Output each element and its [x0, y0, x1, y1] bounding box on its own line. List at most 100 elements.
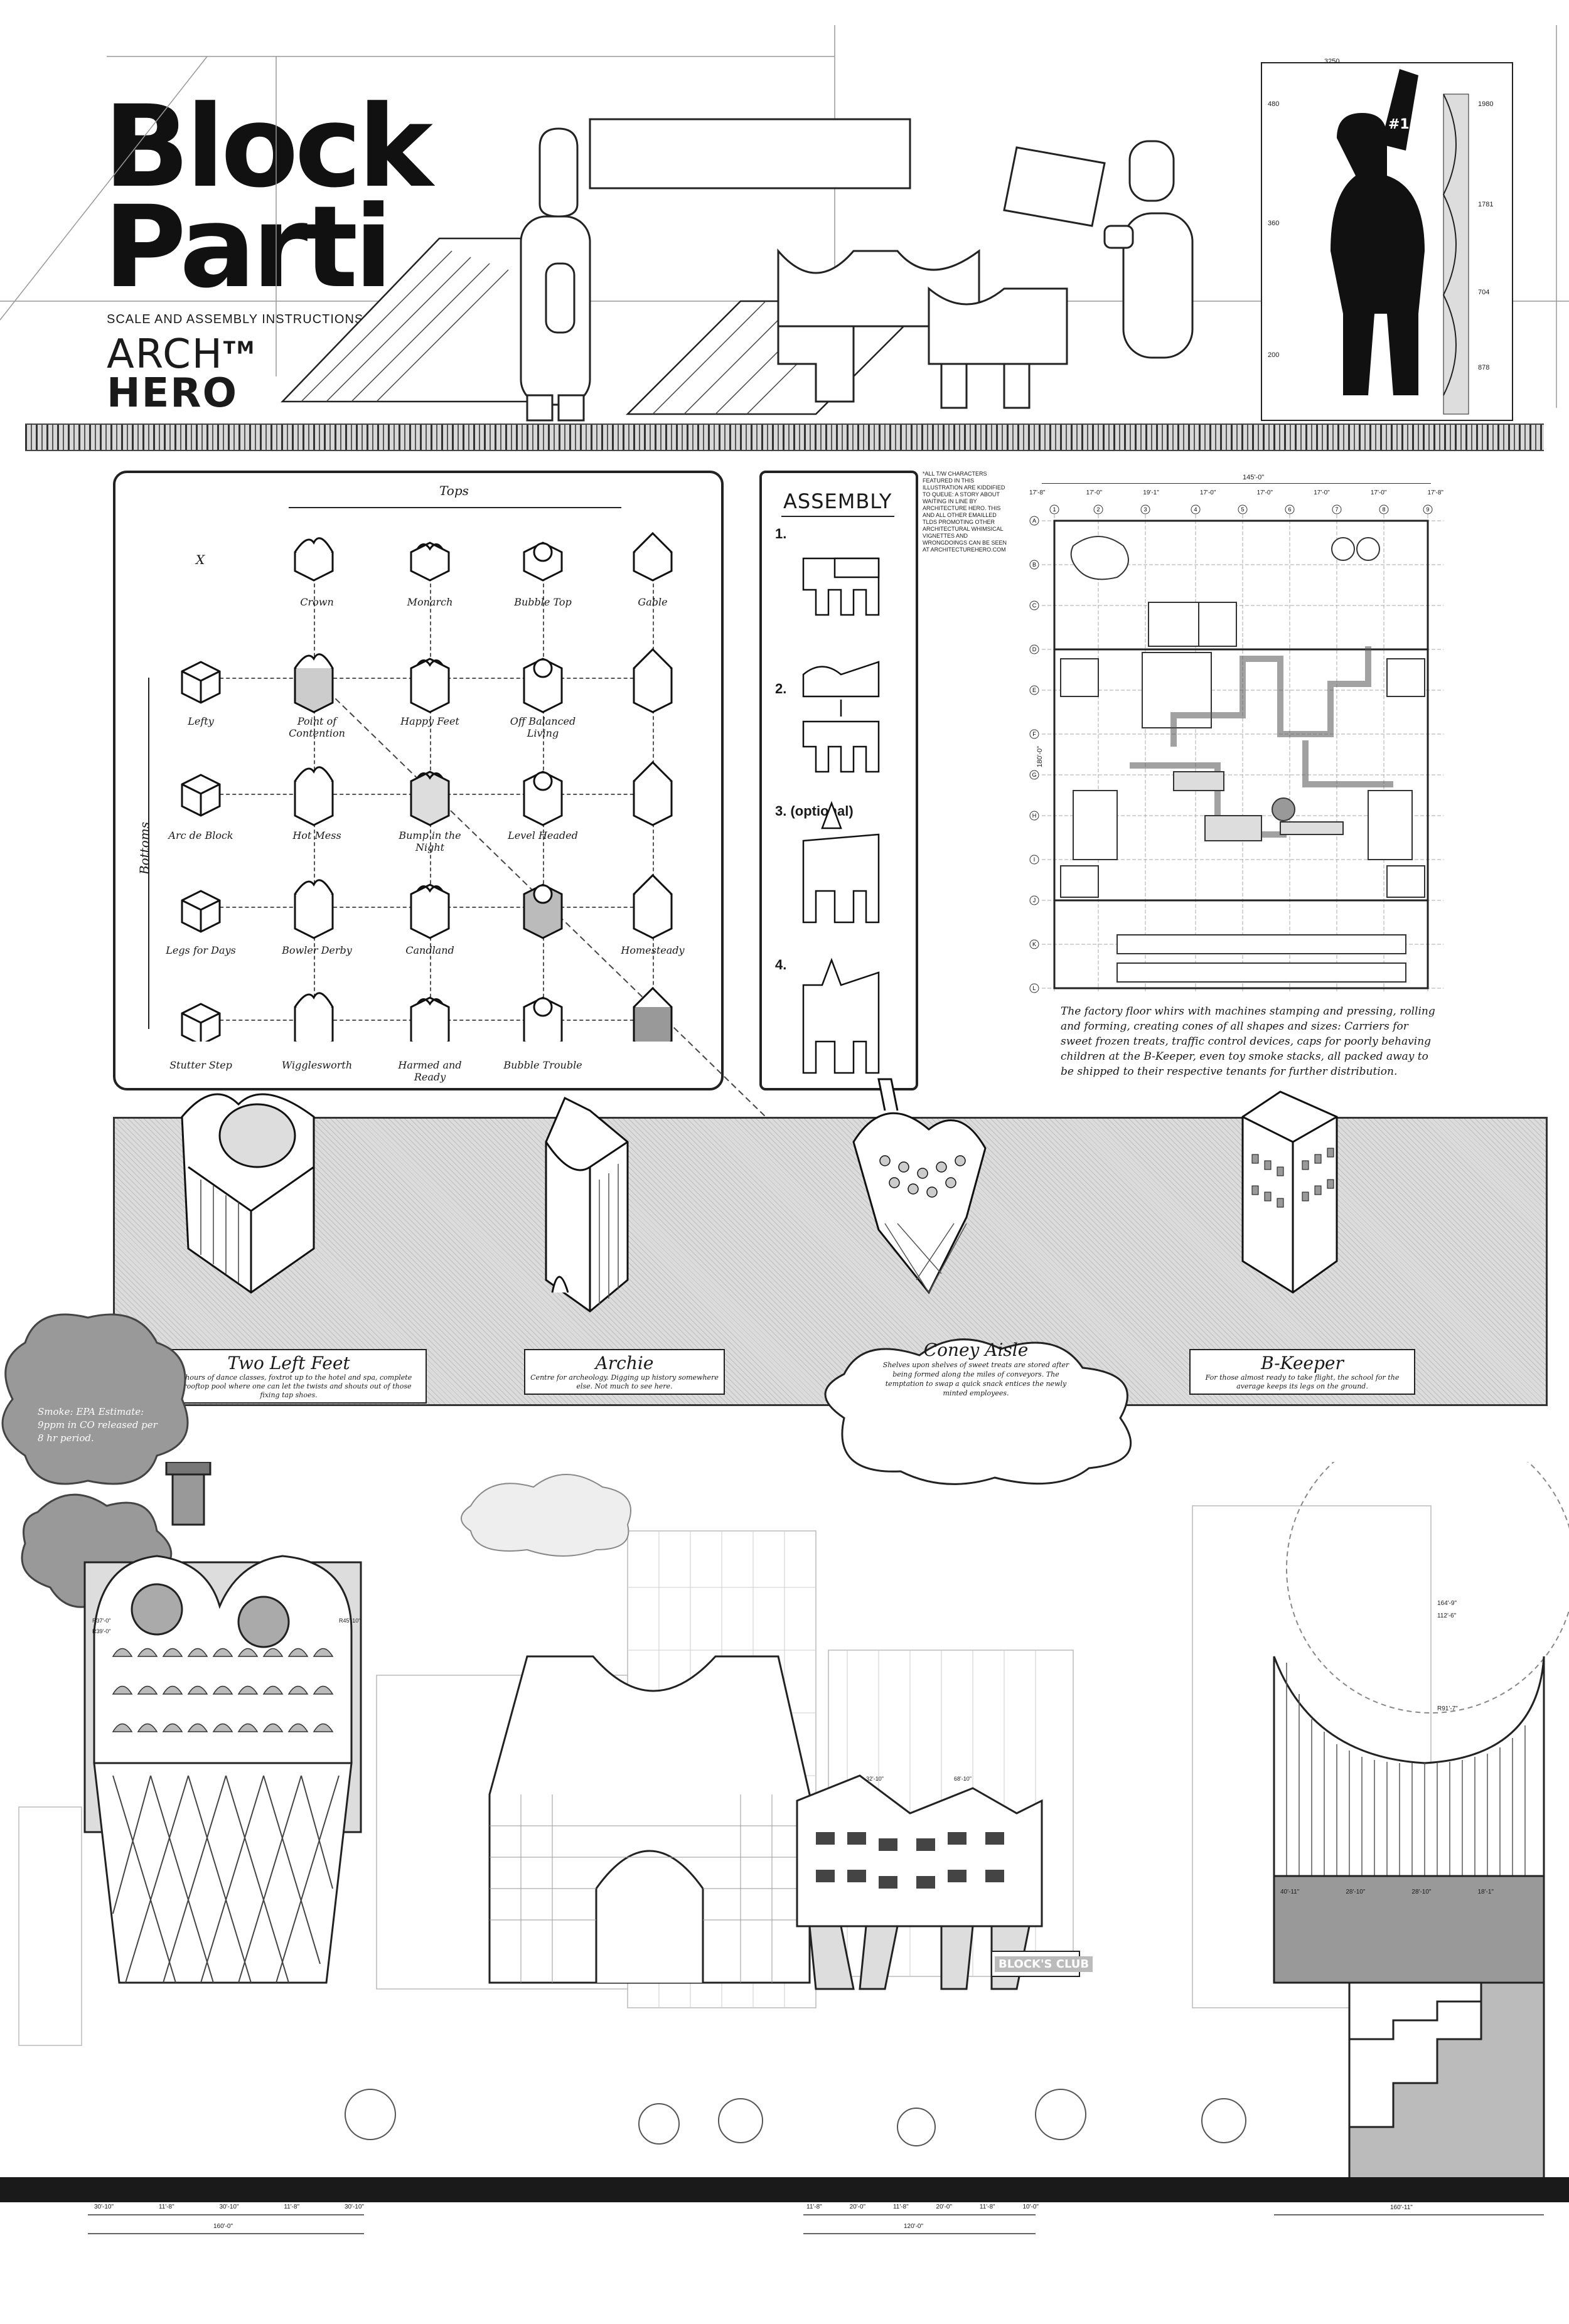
caption-archie: Archie Centre for archeology. Digging up…: [524, 1349, 725, 1395]
b4-height-2: 112'-6": [1437, 1612, 1457, 1619]
iso-coney-aisle: [852, 1078, 987, 1294]
dim-label: 20'-0": [849, 2204, 866, 2210]
dims-mid: 11'-8" 20'-0" 11'-8" 20'-0" 11'-8" 10'-0…: [806, 2204, 1039, 2210]
plan-row-letter: J: [1033, 897, 1036, 903]
brand-arch: ARCHTM: [107, 331, 255, 378]
fig-dim-6: 360: [1268, 220, 1280, 227]
caption-desc: Shelves upon shelves of sweet treats are…: [882, 1361, 1069, 1397]
caption-title: Coney Aisle: [923, 1340, 1029, 1360]
plan-row-letter: A: [1032, 518, 1036, 524]
caption-coney-aisle: Coney Aisle Shelves upon shelves of swee…: [872, 1340, 1079, 1398]
plan-col-bubble: [1332, 504, 1342, 514]
fig-dim-4: 878: [1478, 364, 1490, 371]
assembly-diagrams: [802, 557, 880, 1074]
top-item-2: Monarch: [407, 596, 453, 608]
col-dim: 17'-0": [1086, 489, 1103, 496]
brand-arch-text: ARCH: [107, 331, 223, 378]
plan-row-letter: E: [1032, 687, 1036, 693]
plan-row-letter: D: [1032, 646, 1037, 653]
plan-col-bubble: [1379, 504, 1389, 514]
caption-title: Two Left Feet: [227, 1353, 350, 1373]
assembly-title: ASSEMBLY: [783, 489, 892, 513]
assembly-step-4: 4.: [775, 957, 787, 973]
cell-4-3: Bubble Trouble: [503, 1059, 582, 1071]
fig-dim-2: 1781: [1478, 201, 1494, 208]
plan-col-number: 9: [1426, 506, 1429, 513]
caption-desc: After hours of dance classes, foxtrot up…: [165, 1373, 412, 1399]
plan-col-bubble: [1191, 504, 1201, 514]
assembly-step-2: 2.: [775, 681, 787, 696]
plan-row-bubble: [1029, 939, 1039, 949]
col-dim: 17'-0": [1314, 489, 1330, 496]
plan-row-bubble: [1029, 895, 1039, 905]
dims-left-total: 160'-0": [213, 2223, 233, 2230]
tops-label: Tops: [439, 483, 469, 498]
dim-label: 20'-0": [936, 2204, 953, 2210]
plan-col-number: 1: [1052, 506, 1056, 513]
top-row-icons: [294, 531, 673, 582]
cell-3-2: Candland: [405, 944, 454, 956]
dims-left: 30'-10" 11'-8" 30'-10" 11'-8" 30'-10": [94, 2204, 364, 2210]
plan-row-bubble: [1029, 855, 1039, 865]
cloud-coney: [824, 1338, 1132, 1485]
dim-label: 11'-8": [806, 2204, 822, 2210]
dim-label: 11'-8": [284, 2204, 300, 2210]
street-archie: [488, 1655, 811, 1984]
assembly-step-3: 3. (optional): [775, 803, 854, 819]
fig-dim-top: 3250: [1324, 58, 1340, 65]
dim-label: 10'-0": [1022, 2204, 1039, 2210]
plan-row-letter: L: [1032, 985, 1036, 991]
dim-label: 28'-10": [1411, 1889, 1432, 1895]
street-b-keeper: [1273, 1656, 1545, 2191]
bottom-item-3: Legs for Days: [166, 944, 236, 956]
plan-col-bubble: [1140, 504, 1150, 514]
col-dim: 17'-8": [1029, 489, 1046, 496]
figure-left: [520, 127, 591, 422]
brand-hero: HERO: [107, 370, 238, 417]
plan-row-bubble: [1029, 644, 1039, 654]
fig-dim-7: 200: [1268, 351, 1280, 359]
dims-mid-total: 120'-0": [904, 2223, 924, 2230]
cell-1-1: Point of Contention: [289, 715, 345, 739]
b1-dim-3: R45'-10": [339, 1618, 361, 1624]
b1-dim-1: R37'-0": [92, 1618, 111, 1624]
dims-right: 40'-11" 28'-10" 28'-10" 18'-1": [1280, 1889, 1494, 1895]
cell-4-1: Wigglesworth: [281, 1059, 353, 1071]
bottoms-rule: [148, 678, 149, 1029]
sky-clouds: [461, 1474, 631, 1557]
isometric-buildings: [181, 1078, 1338, 1313]
street-coney-aisle: [83, 1462, 362, 1984]
ground: [0, 2177, 1569, 2202]
assembly-step-1: 1.: [775, 526, 787, 541]
plan-col-bubble: [1285, 504, 1295, 514]
block-pieces: [589, 118, 1068, 409]
title-block: Block Parti: [104, 91, 433, 304]
cell-3-3: Homesteady: [621, 944, 685, 956]
subtitle: SCALE AND ASSEMBLY INSTRUCTIONS: [107, 312, 364, 326]
dim-label: 30'-10": [219, 2204, 239, 2210]
figure-right: [1003, 140, 1194, 359]
fig-dim-1: 1980: [1478, 100, 1494, 108]
dim-label: 28'-10": [1346, 1889, 1366, 1895]
tops-rule: [289, 507, 621, 508]
plan-row-letter: C: [1032, 602, 1037, 609]
dim-label: 11'-8": [979, 2204, 995, 2210]
plan-col-number: 8: [1382, 506, 1385, 513]
plan-overall-dim: 145'-0": [1243, 474, 1265, 481]
dim-lines: [88, 2214, 1544, 2234]
col-dim: 17'-0": [1256, 489, 1273, 496]
plan-col-number: 2: [1096, 506, 1100, 513]
col-dim: 17'-0": [1199, 489, 1216, 496]
plan-col-bubble: [1093, 504, 1103, 514]
plan-row-bubble: [1029, 560, 1039, 570]
caption-two-left-feet: Two Left Feet After hours of dance class…: [151, 1349, 427, 1404]
caption-desc: Centre for archeology. Digging up histor…: [530, 1373, 719, 1390]
plan-col-dims: 17'-8" 17'-0" 19'-1" 17'-0" 17'-0" 17'-0…: [1029, 489, 1443, 496]
dim-label: 11'-8": [892, 2204, 909, 2210]
b3-dim-2: 68'-10": [954, 1776, 972, 1782]
top-item-4: Gable: [638, 596, 668, 608]
caption-b-keeper: B-Keeper For those almost ready to take …: [1189, 1349, 1415, 1395]
b4-height-1: 164'-9": [1437, 1600, 1457, 1607]
plan-row-letter: B: [1032, 562, 1036, 568]
